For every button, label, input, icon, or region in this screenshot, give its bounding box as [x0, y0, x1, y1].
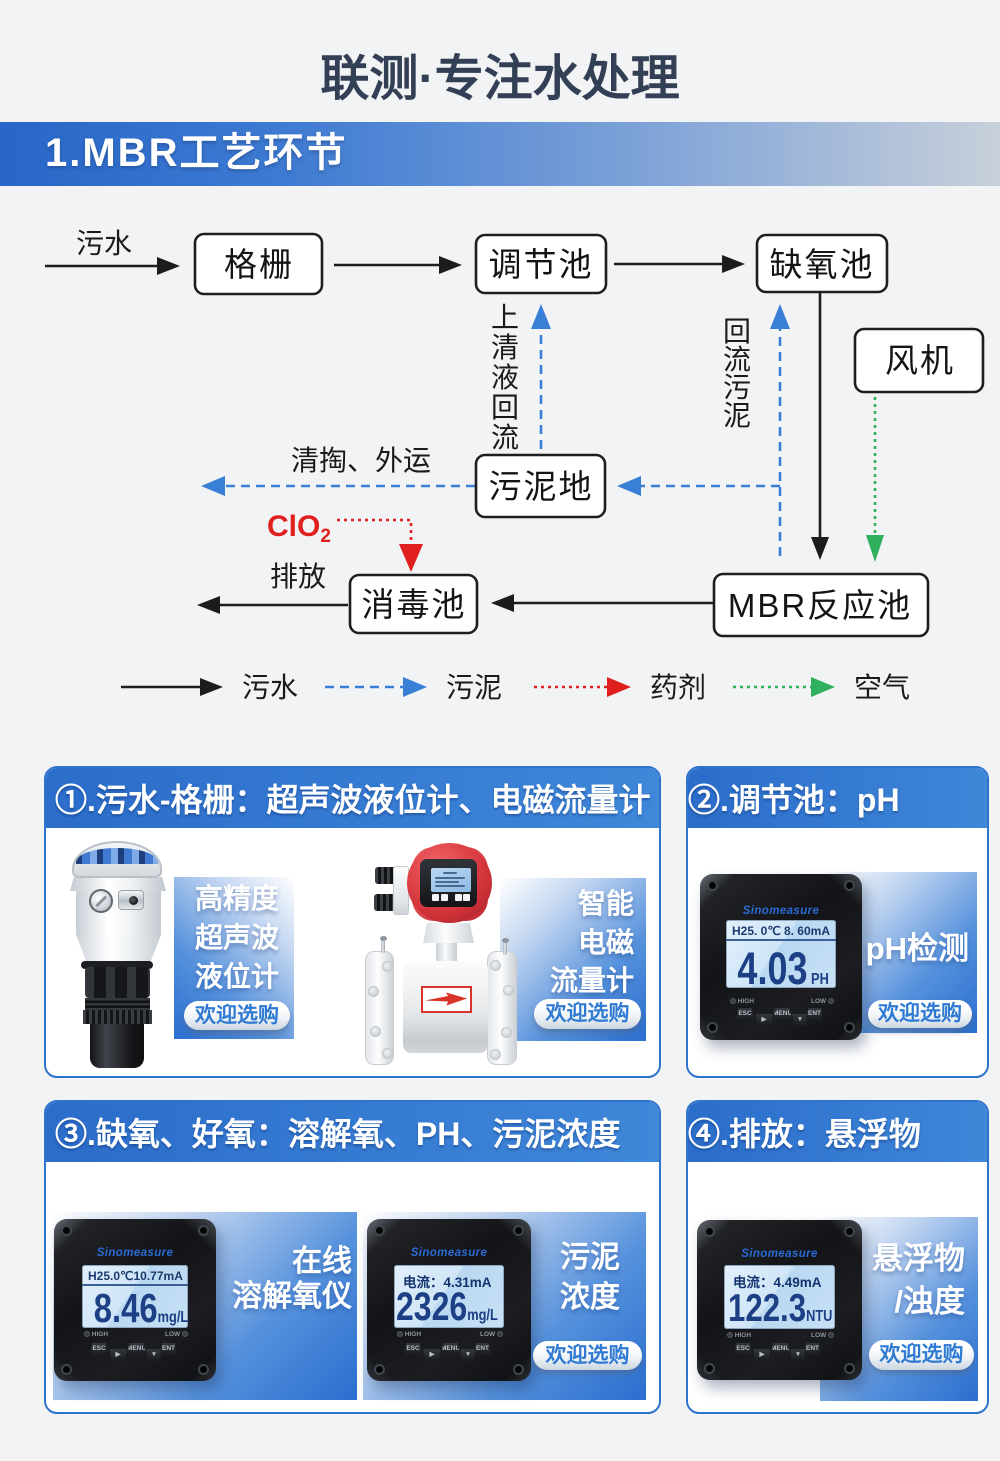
svg-text:ClO2: ClO2 — [267, 510, 331, 547]
svg-text:调节池: 调节池 — [489, 246, 594, 283]
svg-text:污泥: 污泥 — [446, 672, 502, 703]
svg-text:上: 上 — [491, 302, 519, 333]
svg-text:缺氧池: 缺氧池 — [770, 246, 875, 283]
svg-text:泥: 泥 — [723, 400, 751, 431]
svg-text:风机: 风机 — [885, 342, 955, 379]
svg-text:清: 清 — [491, 332, 519, 363]
svg-text:空气: 空气 — [854, 672, 910, 703]
svg-text:污水: 污水 — [242, 672, 298, 703]
svg-text:流: 流 — [491, 422, 519, 453]
svg-text:污泥地: 污泥地 — [489, 468, 594, 505]
svg-text:MBR反应池: MBR反应池 — [728, 587, 912, 624]
svg-text:消毒池: 消毒池 — [362, 586, 467, 623]
svg-text:回: 回 — [723, 316, 751, 347]
svg-text:清掏、外运: 清掏、外运 — [291, 445, 431, 476]
svg-text:液: 液 — [491, 362, 519, 393]
svg-text:回: 回 — [491, 392, 519, 423]
svg-text:药剂: 药剂 — [650, 672, 706, 703]
svg-text:格栅: 格栅 — [224, 246, 294, 283]
svg-text:流: 流 — [723, 344, 751, 375]
svg-text:污: 污 — [723, 372, 751, 403]
svg-text:污水: 污水 — [76, 228, 132, 259]
svg-text:排放: 排放 — [270, 561, 326, 592]
